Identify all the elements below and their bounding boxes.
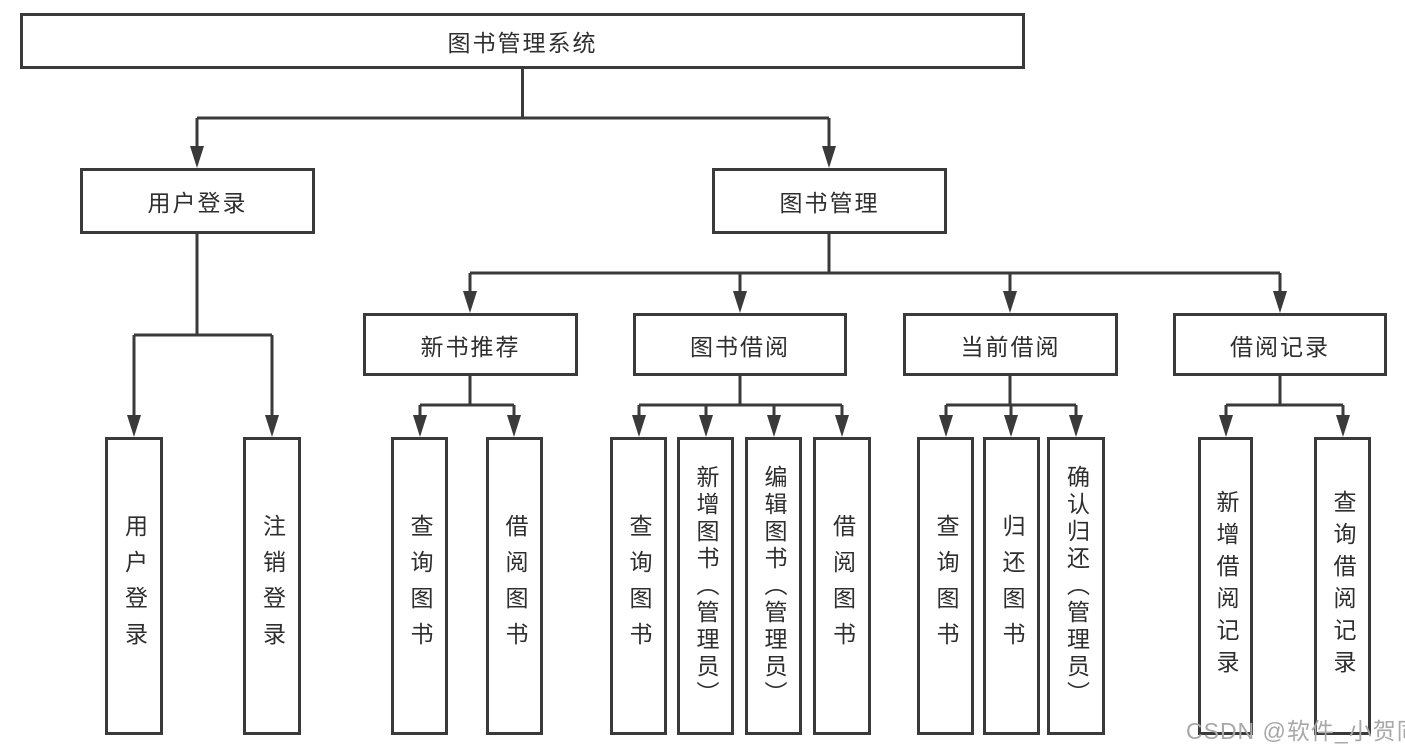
leaf-current-return-books: 归还图书 xyxy=(983,437,1040,735)
node-label: 借阅图书 xyxy=(502,514,528,658)
node-label: 查询借阅记录 xyxy=(1330,490,1356,682)
leaf-current-query-books: 查询图书 xyxy=(917,437,974,735)
leaf-logout: 注销登录 xyxy=(243,437,301,735)
leaf-current-confirm-return-admin: 确认归还（管理员） xyxy=(1047,437,1105,735)
node-label: 归还图书 xyxy=(999,514,1025,658)
node-new-book-recommendation: 新书推荐 xyxy=(363,313,578,376)
node-label: 注销登录 xyxy=(259,514,286,658)
node-label: 图书借阅 xyxy=(690,333,790,360)
node-label: 查询图书 xyxy=(407,514,433,658)
node-book-management: 图书管理 xyxy=(712,168,947,234)
node-label: 新书推荐 xyxy=(420,333,521,360)
node-root-library-management-system: 图书管理系统 xyxy=(20,13,1025,69)
leaf-borrow-edit-books-admin: 编辑图书（管理员） xyxy=(745,437,802,735)
node-label: 新增借阅记录 xyxy=(1213,490,1239,682)
leaf-recommend-borrow-books: 借阅图书 xyxy=(486,437,543,735)
leaf-borrow-query-books: 查询图书 xyxy=(610,437,667,735)
node-book-borrowing: 图书借阅 xyxy=(633,313,847,376)
csdn-watermark: CSDN @软件_小贺同学 xyxy=(1186,718,1405,744)
node-label: 借阅记录 xyxy=(1230,333,1330,360)
node-label: 图书管理 xyxy=(779,190,880,216)
node-label: 用户登录 xyxy=(147,190,248,216)
leaf-user-login: 用户登录 xyxy=(105,437,163,735)
leaf-records-add-borrow-record: 新增借阅记录 xyxy=(1198,437,1253,735)
node-borrowing-records: 借阅记录 xyxy=(1173,313,1387,376)
node-current-borrowing: 当前借阅 xyxy=(903,313,1118,376)
node-label: 借阅图书 xyxy=(829,514,856,658)
leaf-records-query-borrow-record: 查询借阅记录 xyxy=(1314,437,1371,735)
node-label: 确认归还（管理员） xyxy=(1063,464,1090,708)
leaf-recommend-query-books: 查询图书 xyxy=(391,437,448,735)
arrowheads xyxy=(127,146,1350,437)
node-label: 图书管理系统 xyxy=(447,30,598,56)
leaf-borrow-add-books-admin: 新增图书（管理员） xyxy=(677,437,734,735)
leaf-borrow-borrow-books: 借阅图书 xyxy=(813,437,871,735)
node-label: 编辑图书（管理员） xyxy=(761,464,787,708)
node-label: 用户登录 xyxy=(121,514,148,658)
node-label: 查询图书 xyxy=(933,514,959,658)
node-user-login: 用户登录 xyxy=(80,168,315,234)
node-label: 当前借阅 xyxy=(960,333,1061,360)
node-label: 查询图书 xyxy=(626,514,652,658)
node-label: 新增图书（管理员） xyxy=(693,464,719,708)
